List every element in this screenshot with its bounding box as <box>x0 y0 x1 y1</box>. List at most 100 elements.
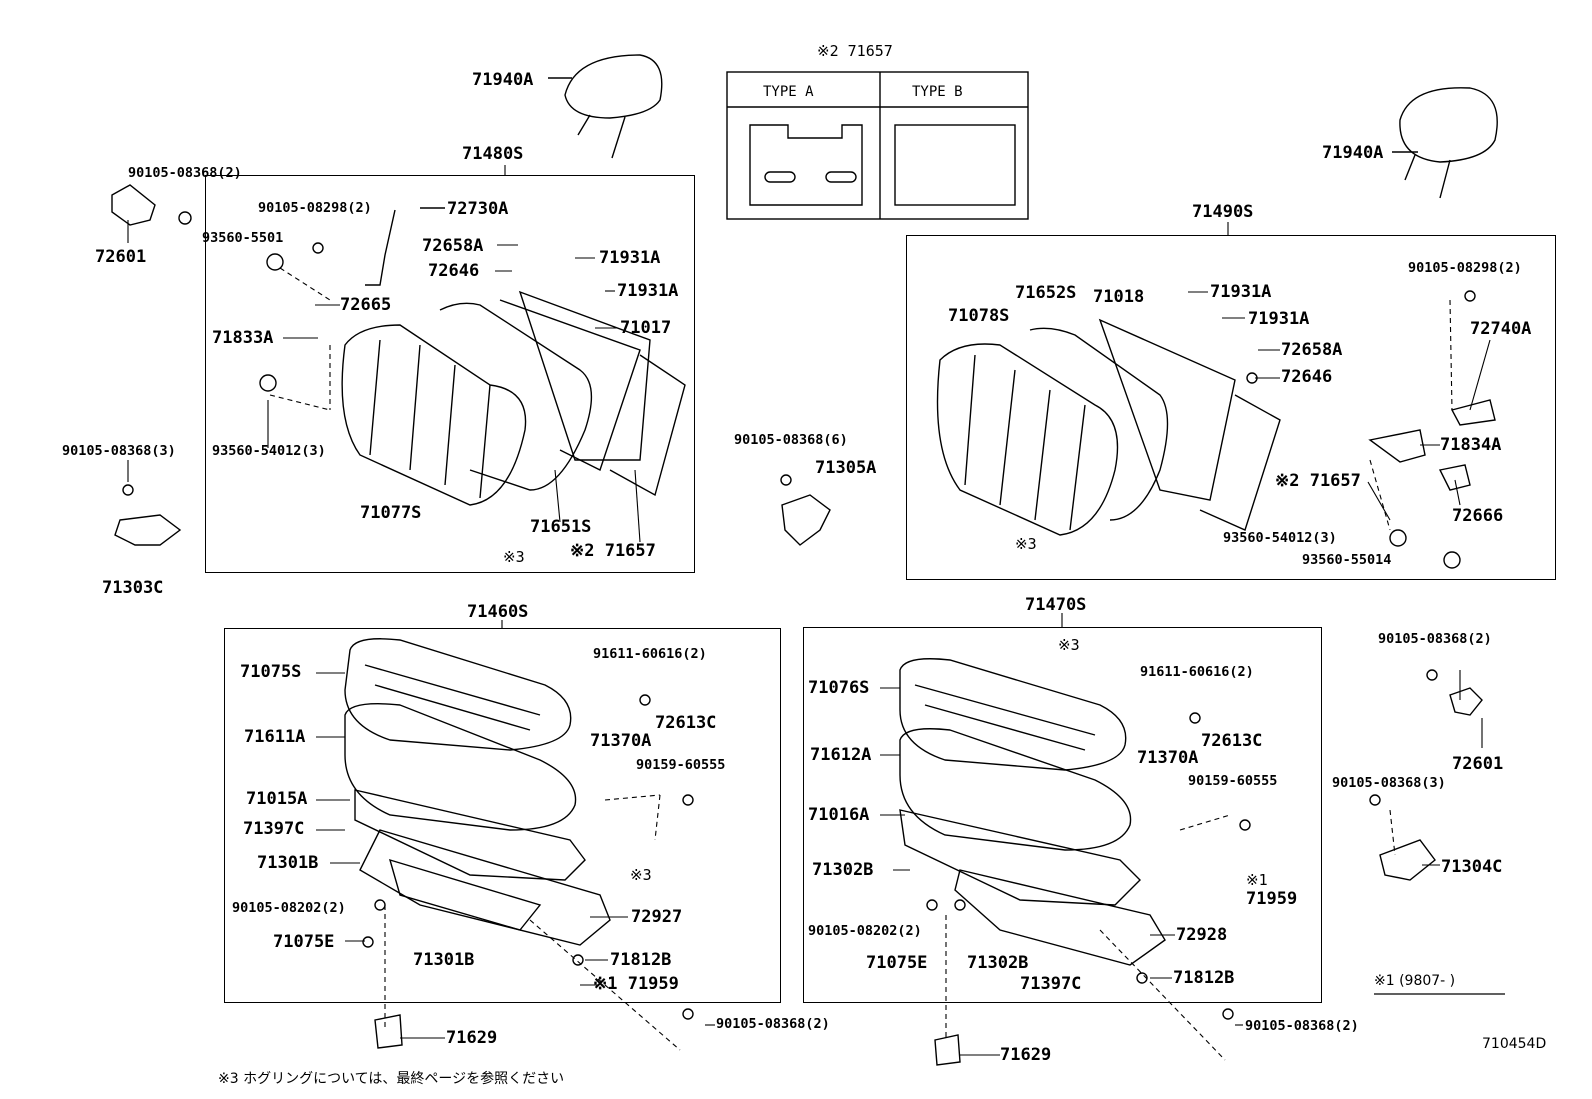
part-label-71370a-b[interactable]: 71370A <box>1137 748 1199 768</box>
part-label-71076s[interactable]: 71076S <box>808 678 870 698</box>
part-label-71017[interactable]: 71017 <box>620 318 672 338</box>
part-label-71931a-a2[interactable]: 71931A <box>617 281 679 301</box>
part-label-71959-b[interactable]: 71959 <box>1246 889 1298 909</box>
part-label-71652s[interactable]: 71652S <box>1015 283 1077 303</box>
hog-ring-mark-d: ※3 <box>1058 636 1080 654</box>
group-title-71480s[interactable]: 71480S <box>462 144 524 164</box>
group-title-71490s[interactable]: 71490S <box>1192 202 1254 222</box>
period-note: ※1 (9807- ) <box>1374 973 1456 989</box>
part-label-90105-08202-a[interactable]: 90105-08202(2) <box>232 900 346 916</box>
part-label-71931a-a1[interactable]: 71931A <box>599 248 661 268</box>
part-label-72927[interactable]: 72927 <box>631 907 683 927</box>
rear-seat-cushion-left-drawing <box>344 638 611 946</box>
part-label-90105-08368-tl[interactable]: 90105-08368(2) <box>128 165 242 181</box>
part-label-71931a-b2[interactable]: 71931A <box>1248 309 1310 329</box>
part-label-72658a-a[interactable]: 72658A <box>422 236 484 256</box>
group-title-71460s[interactable]: 71460S <box>467 602 529 622</box>
part-label-71629-a[interactable]: 71629 <box>446 1028 498 1048</box>
part-label-71657-b[interactable]: ※2 71657 <box>1275 471 1361 491</box>
part-label-71611a[interactable]: 71611A <box>244 727 306 747</box>
part-label-71629-b[interactable]: 71629 <box>1000 1045 1052 1065</box>
part-label-71075s[interactable]: 71075S <box>240 662 302 682</box>
group-box-71460s <box>224 628 781 1003</box>
part-label-71651s[interactable]: 71651S <box>530 517 592 537</box>
part-mark-71959-b: ※1 <box>1246 871 1268 889</box>
solid-leaders <box>127 165 1491 1056</box>
part-label-90105-08368-3-r[interactable]: 90105-08368(3) <box>1332 775 1446 791</box>
part-label-90105-08298-a[interactable]: 90105-08298(2) <box>258 200 372 216</box>
part-label-71931a-b1[interactable]: 71931A <box>1210 282 1272 302</box>
part-label-72740a[interactable]: 72740A <box>1470 319 1532 339</box>
part-label-71940a-right[interactable]: 71940A <box>1322 143 1384 163</box>
part-label-71397c-a[interactable]: 71397C <box>243 819 305 839</box>
part-label-72613c-b[interactable]: 72613C <box>1201 731 1263 751</box>
part-label-71834a[interactable]: 71834A <box>1440 435 1502 455</box>
part-label-71657-a[interactable]: ※2 71657 <box>570 541 656 561</box>
part-label-71812b-a[interactable]: 71812B <box>610 950 672 970</box>
headrest-right-drawing <box>1392 87 1498 199</box>
part-label-72666[interactable]: 72666 <box>1452 506 1504 526</box>
bolts-drawing <box>122 211 1476 1020</box>
part-label-93560-54012-a[interactable]: 93560-54012(3) <box>212 443 326 459</box>
hog-ring-footnote: ※3 ホグリングについては、最終ページを参照ください <box>218 1071 565 1087</box>
part-label-90105-08368-3-left[interactable]: 90105-08368(3) <box>62 443 176 459</box>
part-label-71833a[interactable]: 71833A <box>212 328 274 348</box>
part-label-71304c[interactable]: 71304C <box>1441 857 1503 877</box>
part-label-90105-08298-b[interactable]: 90105-08298(2) <box>1408 260 1522 276</box>
part-label-71397c-b[interactable]: 71397C <box>1020 974 1082 994</box>
headrest-left-drawing <box>548 54 663 159</box>
small-brackets-drawing <box>111 184 1496 1066</box>
type-a-label: TYPE A <box>763 84 814 100</box>
part-label-71301b-a[interactable]: 71301B <box>257 853 319 873</box>
part-label-71016a[interactable]: 71016A <box>808 805 870 825</box>
part-label-90105-08368-2-br[interactable]: 90105-08368(2) <box>1245 1018 1359 1034</box>
part-label-90105-08368-2-bl[interactable]: 90105-08368(2) <box>716 1016 830 1032</box>
hog-ring-mark-b: ※3 <box>1015 535 1037 553</box>
part-label-71612a[interactable]: 71612A <box>810 745 872 765</box>
part-label-71015a[interactable]: 71015A <box>246 789 308 809</box>
part-label-71302b-a[interactable]: 71302B <box>812 860 874 880</box>
hog-ring-mark-c: ※3 <box>630 866 652 884</box>
part-label-72601-left[interactable]: 72601 <box>95 247 147 267</box>
part-label-90105-08368-6[interactable]: 90105-08368(6) <box>734 432 848 448</box>
part-label-72613c-a[interactable]: 72613C <box>655 713 717 733</box>
part-label-90159-60555-a[interactable]: 90159-60555 <box>636 757 726 773</box>
group-title-71470s[interactable]: 71470S <box>1025 595 1087 615</box>
part-label-90105-08368-2-r[interactable]: 90105-08368(2) <box>1378 631 1492 647</box>
part-label-93560-5501[interactable]: 93560-5501 <box>202 230 284 246</box>
part-label-71075e-b[interactable]: 71075E <box>866 953 928 973</box>
part-label-71959-a[interactable]: ※1 71959 <box>593 974 679 994</box>
part-label-72665[interactable]: 72665 <box>340 295 392 315</box>
group-box-71470s <box>803 627 1322 1003</box>
part-label-72658a-b[interactable]: 72658A <box>1281 340 1343 360</box>
part-label-93560-54012-b[interactable]: 93560-54012(3) <box>1223 530 1337 546</box>
part-label-93560-55014[interactable]: 93560-55014 <box>1302 552 1392 568</box>
part-label-91611-60616-b[interactable]: 91611-60616(2) <box>1140 664 1254 680</box>
part-label-71018[interactable]: 71018 <box>1093 287 1145 307</box>
part-label-72730a[interactable]: 72730A <box>447 199 509 219</box>
group-box-71490s <box>906 235 1556 580</box>
part-label-90105-08202-b[interactable]: 90105-08202(2) <box>808 923 922 939</box>
part-label-71302b-b[interactable]: 71302B <box>967 953 1029 973</box>
type-b-label: TYPE B <box>912 84 963 100</box>
part-label-72646-a[interactable]: 72646 <box>428 261 480 281</box>
part-label-71812b-b[interactable]: 71812B <box>1173 968 1235 988</box>
part-label-90159-60555-b[interactable]: 90159-60555 <box>1188 773 1278 789</box>
part-label-71940a-left[interactable]: 71940A <box>472 70 534 90</box>
part-label-71075e-a[interactable]: 71075E <box>273 932 335 952</box>
part-label-91611-60616-a[interactable]: 91611-60616(2) <box>593 646 707 662</box>
rear-seat-cushion-right-drawing <box>899 658 1166 966</box>
part-label-71305a[interactable]: 71305A <box>815 458 877 478</box>
part-label-71078s[interactable]: 71078S <box>948 306 1010 326</box>
part-label-72601-right[interactable]: 72601 <box>1452 754 1504 774</box>
part-label-72928[interactable]: 72928 <box>1176 925 1228 945</box>
part-label-71303c[interactable]: 71303C <box>102 578 164 598</box>
rear-seat-back-right-drawing <box>936 318 1281 536</box>
dashed-leaders <box>269 267 1453 1061</box>
type-panel-drawing <box>726 71 1029 220</box>
part-label-71370a-a[interactable]: 71370A <box>590 731 652 751</box>
part-label-72646-b[interactable]: 72646 <box>1281 367 1333 387</box>
part-label-71077s[interactable]: 71077S <box>360 503 422 523</box>
part-label-71301b-b[interactable]: 71301B <box>413 950 475 970</box>
